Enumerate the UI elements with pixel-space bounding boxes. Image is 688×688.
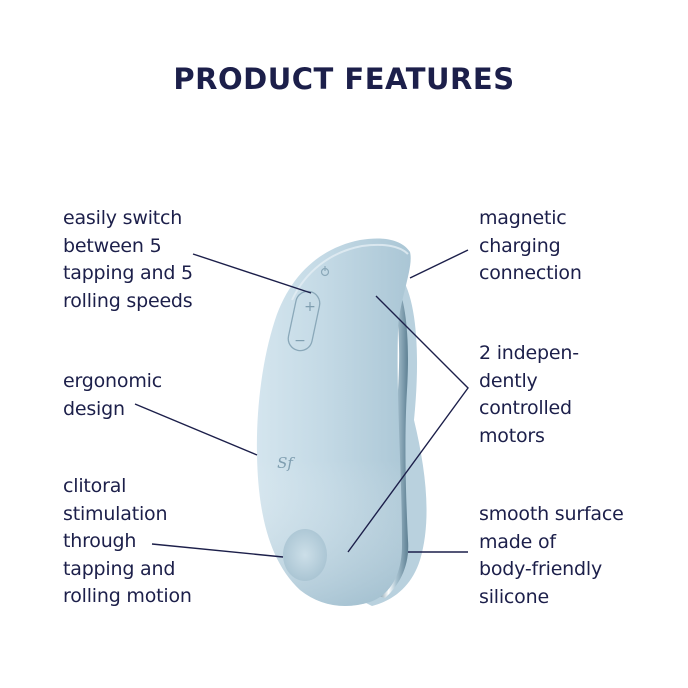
feature-label-ergonomic: ergonomic design bbox=[63, 370, 162, 420]
svg-text:+: + bbox=[304, 299, 316, 315]
feature-label-speeds: easily switch between 5 tapping and 5 ro… bbox=[63, 207, 193, 312]
device-controls: + − Sf bbox=[277, 266, 330, 472]
leader-lines bbox=[134, 249, 469, 558]
device-body bbox=[256, 238, 411, 606]
svg-text:−: − bbox=[294, 333, 306, 349]
feature-label-surface: smooth surface made of body-friendly sil… bbox=[479, 503, 624, 608]
feature-label-stimulation: clitoral stimulation through tapping and… bbox=[63, 475, 192, 607]
svg-text:Sf: Sf bbox=[277, 454, 295, 472]
feature-label-motors: 2 indepen- dently controlled motors bbox=[479, 342, 579, 447]
page-title: PRODUCT FEATURES bbox=[173, 62, 515, 96]
feature-label-charging: magnetic charging connection bbox=[479, 207, 582, 284]
